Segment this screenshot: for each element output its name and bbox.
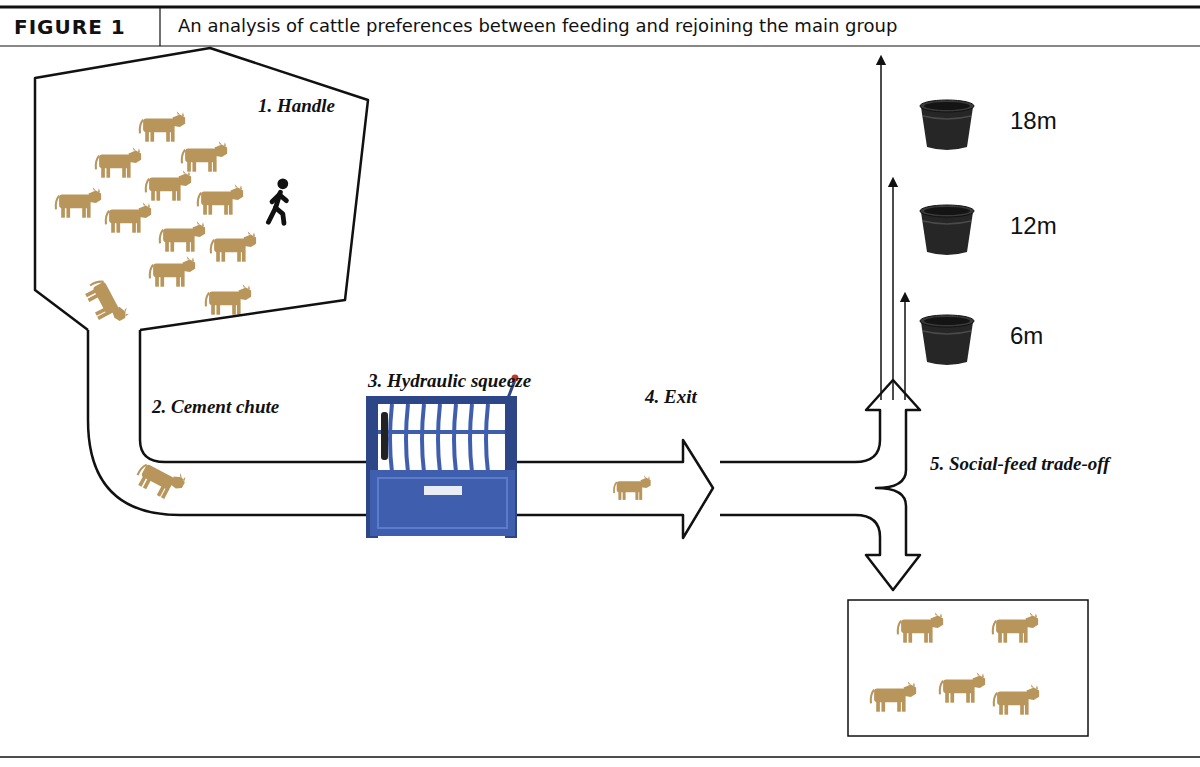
squeeze-badge (424, 486, 462, 495)
chute-outer-wall (88, 330, 372, 515)
group-pen (848, 600, 1088, 736)
handler-arm (279, 195, 286, 201)
cow-icon (56, 187, 101, 217)
cow-icon (994, 684, 1039, 714)
distance-label: 6m (1010, 322, 1043, 350)
handler-leg (276, 208, 284, 224)
cow-icon (898, 612, 943, 642)
chute-inner-wall (140, 330, 372, 462)
handler-head (277, 178, 288, 189)
bucket-rim (920, 205, 974, 217)
bucket-rib (923, 221, 971, 224)
figure-number: FIGURE 1 (14, 15, 126, 39)
cow-icon (160, 221, 205, 251)
squeeze-bars (390, 404, 488, 472)
exit-arrow (516, 440, 713, 538)
header-divider (159, 7, 160, 46)
holding-pen: 1. Handle (30, 45, 375, 337)
cow-icon (940, 672, 985, 702)
cow-icon (614, 475, 651, 500)
squeeze-unit: 3. Hydraulic squeeze (360, 368, 535, 543)
cow-icon (146, 170, 191, 200)
cow-icon (182, 141, 227, 171)
part-label: 5. Social-feed trade-off (930, 453, 1110, 475)
bucket-body (921, 107, 973, 150)
distance-arrow (880, 60, 882, 400)
cow-icon (150, 256, 195, 286)
cow-icon (206, 284, 251, 314)
split-arrow (720, 380, 920, 590)
handler-figure (268, 178, 288, 223)
squeeze-bar (454, 404, 456, 472)
distance-arrows (881, 60, 905, 400)
bucket-rib (923, 331, 971, 334)
bucket-shape (915, 97, 980, 152)
bucket-opening (924, 102, 970, 110)
bucket-shape (915, 202, 980, 257)
cow-icon (211, 231, 256, 261)
figure-title: An analysis of cattle preferences betwee… (178, 15, 897, 36)
squeeze-bar (422, 404, 424, 472)
cow-icon (96, 147, 141, 177)
cow-icon (133, 456, 187, 504)
header-rule (0, 46, 1200, 47)
squeeze-bar (438, 404, 440, 472)
squeeze-bar (406, 404, 408, 472)
cow-icon (198, 184, 243, 214)
bucket-shape (915, 312, 980, 367)
feed-bucket: 18m (915, 97, 1065, 152)
bucket-body (921, 322, 973, 365)
bucket-opening (924, 207, 970, 215)
part-label: 4. Exit (645, 386, 697, 408)
bucket-opening (924, 317, 970, 325)
cow-group (56, 111, 256, 329)
header-rule (0, 6, 1200, 9)
squeeze-illustration (366, 375, 519, 539)
squeeze-bar (486, 404, 488, 472)
distance-arrow (904, 297, 906, 400)
distance-label: 18m (1010, 107, 1057, 135)
bucket-rim (920, 100, 974, 112)
bucket-rib (923, 116, 971, 119)
cow-icon (140, 111, 185, 141)
distance-arrow (892, 182, 894, 400)
cow-icon (83, 275, 131, 329)
pen-outline (30, 45, 375, 337)
cow-icon (871, 681, 916, 711)
squeeze-beam (366, 396, 517, 404)
feed-bucket: 12m (915, 202, 1065, 257)
part-label: 2. Cement chute (152, 396, 279, 418)
squeeze-panel-trim (378, 478, 507, 528)
part-label: 3. Hydraulic squeeze (368, 370, 531, 392)
bucket-body (921, 212, 973, 255)
squeeze-bar (390, 404, 392, 472)
squeeze-bar (470, 404, 472, 472)
part-label: 1. Handle (258, 95, 335, 117)
distance-label: 12m (1010, 212, 1057, 240)
pen-outline-path (35, 48, 368, 330)
cow-icon (106, 202, 151, 232)
chute-walls (88, 330, 920, 590)
cow-icon (993, 612, 1038, 642)
squeeze-base-panel (370, 470, 515, 536)
hydraulic-cylinder (381, 412, 388, 460)
bucket-rim (920, 315, 974, 327)
feed-bucket: 6m (915, 312, 1065, 367)
footer-rule (0, 756, 1200, 758)
